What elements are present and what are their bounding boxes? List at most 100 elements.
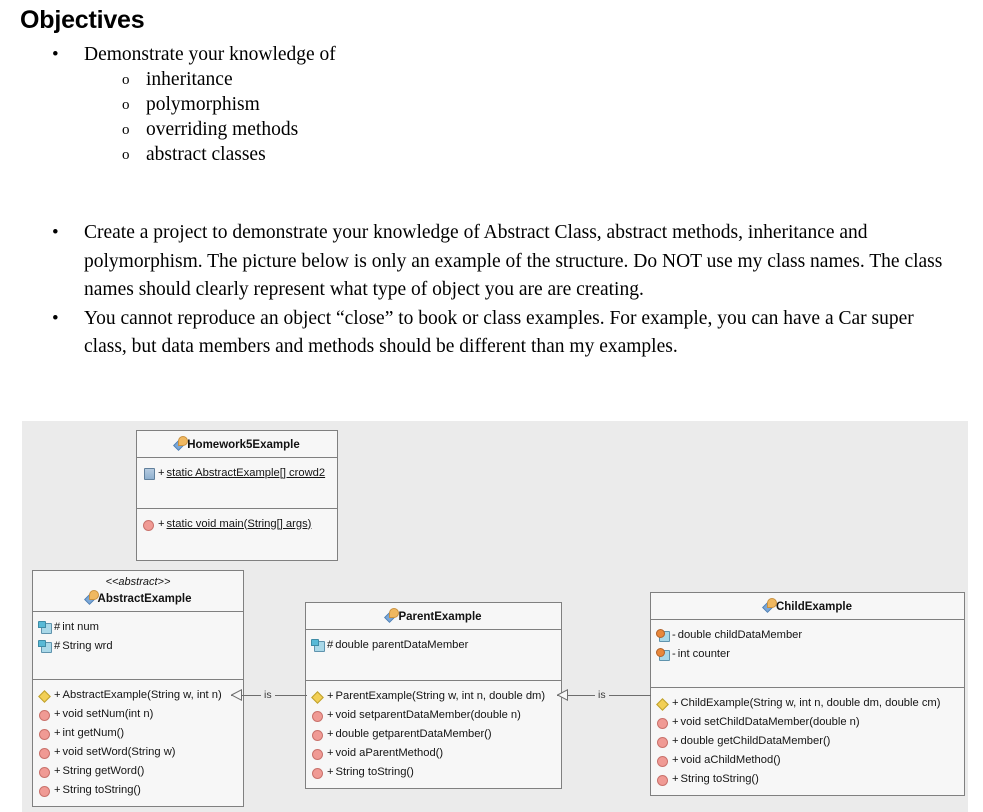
uml-method-row[interactable]: + static void main(String[] args): [137, 514, 337, 533]
relationship-label: is: [261, 686, 275, 704]
uml-stereotype: <<abstract>>: [105, 576, 171, 588]
uml-method-row[interactable]: + String toString(): [33, 780, 243, 799]
uml-class-title: ParentExample: [306, 603, 561, 630]
uml-method-signature: static void main(String[] args): [166, 517, 312, 530]
uml-method-row[interactable]: + void aParentMethod(): [306, 743, 561, 762]
objectives-sublist: o inheritance o polymorphism o overridin…: [84, 67, 983, 167]
visibility-marker: +: [54, 745, 61, 758]
uml-field-signature: String wrd: [62, 639, 113, 652]
uml-method-row[interactable]: + double getparentDataMember(): [306, 724, 561, 743]
method-icon: [38, 746, 51, 759]
page-title: Objectives: [20, 6, 145, 34]
visibility-marker: +: [54, 707, 61, 720]
uml-field-row[interactable]: # double parentDataMember: [306, 635, 561, 654]
generalization-child-to-parent[interactable]: is: [557, 686, 651, 706]
visibility-marker: +: [158, 466, 165, 479]
list-item-label: overriding methods: [146, 119, 299, 140]
uml-fields-section: # int num # String wrd: [33, 612, 243, 680]
inheritance-arrow-icon: [231, 689, 242, 701]
uml-field-row[interactable]: # String wrd: [33, 636, 243, 655]
uml-field-row[interactable]: - double childDataMember: [651, 625, 964, 644]
uml-method-row[interactable]: + double getChildDataMember(): [651, 731, 964, 750]
uml-class-title: Homework5Example: [137, 431, 337, 458]
visibility-marker: +: [327, 746, 334, 759]
uml-class-title: <<abstract>> AbstractExample: [33, 571, 243, 612]
uml-method-row[interactable]: + void setWord(String w): [33, 742, 243, 761]
uml-method-row[interactable]: + String toString(): [651, 769, 964, 788]
uml-class-name: ChildExample: [775, 601, 853, 613]
bullet-icon: •: [52, 222, 59, 243]
uml-class-diagram: Homework5Example + static AbstractExampl…: [22, 421, 968, 812]
method-icon: [311, 766, 324, 779]
uml-field-signature: int num: [62, 620, 99, 633]
uml-methods-section: + static void main(String[] args): [137, 509, 337, 560]
uml-class-parentexample[interactable]: ParentExample # double parentDataMember …: [305, 602, 562, 789]
uml-method-row[interactable]: + ParentExample(String w, int n, double …: [306, 686, 561, 705]
uml-method-row[interactable]: + void aChildMethod(): [651, 750, 964, 769]
uml-methods-section: + ChildExample(String w, int n, double d…: [651, 688, 964, 795]
uml-method-row[interactable]: + ChildExample(String w, int n, double d…: [651, 693, 964, 712]
uml-field-row[interactable]: - int counter: [651, 644, 964, 663]
visibility-marker: -: [672, 647, 676, 660]
visibility-marker: +: [327, 765, 334, 778]
list-item-label: inheritance: [146, 69, 233, 90]
visibility-marker: +: [672, 772, 679, 785]
list-item: • You cannot reproduce an object “close”…: [0, 305, 983, 362]
uml-method-row[interactable]: + int getNum(): [33, 723, 243, 742]
uml-method-row[interactable]: + void setparentDataMember(double n): [306, 705, 561, 724]
uml-class-childexample[interactable]: ChildExample - double childDataMember - …: [650, 592, 965, 796]
uml-class-homework5example[interactable]: Homework5Example + static AbstractExampl…: [136, 430, 338, 561]
uml-field-row[interactable]: + static AbstractExample[] crowd2: [137, 463, 337, 482]
uml-method-row[interactable]: + String getWord(): [33, 761, 243, 780]
uml-method-row[interactable]: + AbstractExample(String w, int n): [33, 685, 243, 704]
field-protected-icon: [311, 638, 325, 652]
list-item-label: abstract classes: [146, 144, 266, 165]
visibility-marker: +: [327, 708, 334, 721]
uml-field-signature: int counter: [677, 647, 730, 660]
list-item: • Create a project to demonstrate your k…: [0, 219, 983, 305]
bullet-icon: •: [52, 307, 59, 329]
method-icon: [656, 716, 669, 729]
class-icon: [85, 590, 99, 602]
uml-field-signature: double parentDataMember: [335, 638, 469, 651]
uml-fields-section: - double childDataMember - int counter: [651, 620, 964, 688]
uml-method-row[interactable]: + void setChildDataMember(double n): [651, 712, 964, 731]
uml-method-signature: void setWord(String w): [62, 745, 176, 758]
list-item: o abstract classes: [84, 142, 983, 167]
list-item: o inheritance: [84, 67, 983, 92]
visibility-marker: +: [54, 764, 61, 777]
list-item-label: polymorphism: [146, 94, 260, 115]
uml-method-row[interactable]: + void setNum(int n): [33, 704, 243, 723]
sub-bullet-icon: o: [122, 97, 130, 113]
uml-method-signature: String toString(): [680, 772, 759, 785]
uml-method-signature: String toString(): [335, 765, 414, 778]
uml-fields-section: # double parentDataMember: [306, 630, 561, 681]
uml-method-signature: String toString(): [62, 783, 141, 796]
uml-class-title: ChildExample: [651, 593, 964, 620]
list-item: o polymorphism: [84, 92, 983, 117]
uml-method-row[interactable]: + String toString(): [306, 762, 561, 781]
uml-class-abstractexample[interactable]: <<abstract>> AbstractExample # int num #…: [32, 570, 244, 807]
visibility-marker: +: [158, 517, 165, 530]
constructor-icon: [656, 697, 669, 709]
method-icon: [656, 735, 669, 748]
uml-fields-section: + static AbstractExample[] crowd2: [137, 458, 337, 509]
field-private-icon: [656, 628, 670, 642]
visibility-marker: +: [54, 783, 61, 796]
uml-field-signature: double childDataMember: [677, 628, 803, 641]
visibility-marker: +: [672, 734, 679, 747]
uml-method-signature: void setChildDataMember(double n): [680, 715, 860, 728]
uml-field-row[interactable]: # int num: [33, 617, 243, 636]
method-icon: [142, 518, 155, 531]
uml-method-signature: void aChildMethod(): [680, 753, 781, 766]
constructor-icon: [38, 689, 51, 701]
method-icon: [311, 728, 324, 741]
visibility-marker: +: [327, 727, 334, 740]
list-item: o overriding methods: [84, 117, 983, 142]
uml-methods-section: + ParentExample(String w, int n, double …: [306, 681, 561, 788]
generalization-parent-to-abstract[interactable]: is: [231, 686, 307, 706]
field-static-icon: [142, 467, 155, 480]
sub-bullet-icon: o: [122, 147, 130, 163]
uml-method-signature: int getNum(): [62, 726, 125, 739]
constructor-icon: [311, 690, 324, 702]
